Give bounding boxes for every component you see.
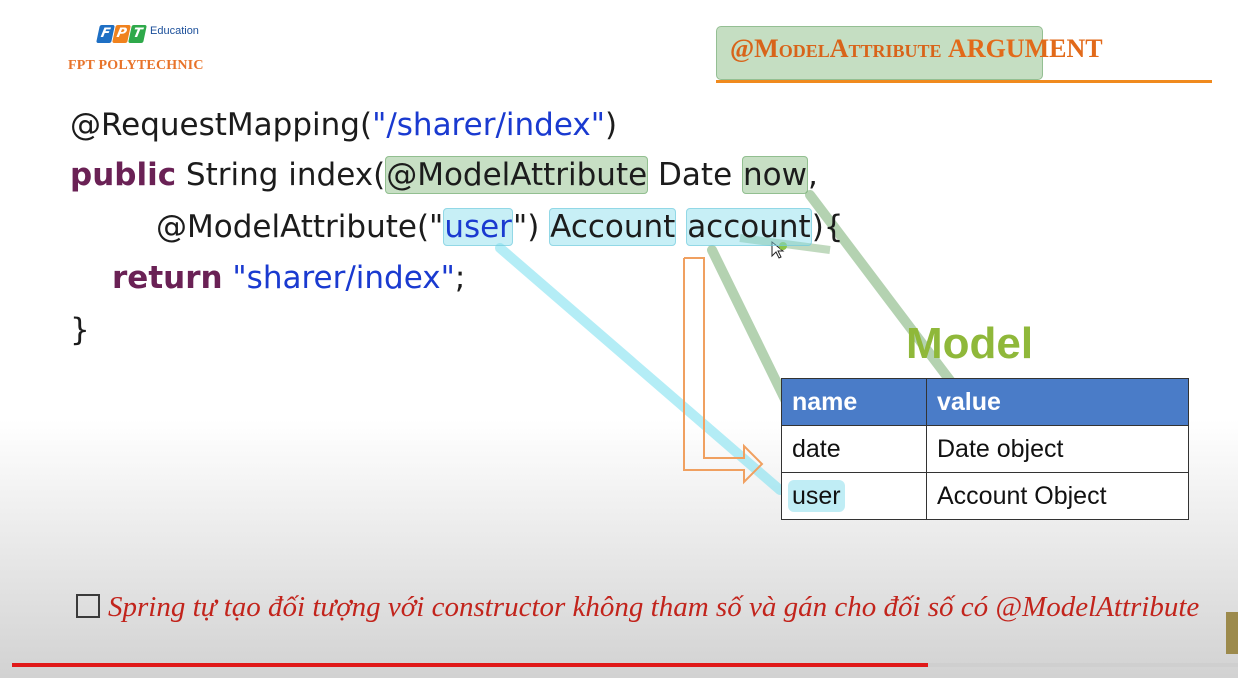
code-line-3: @ModelAttribute("user") Account account)… (156, 208, 844, 246)
code-line-2: public String index(@ModelAttribute Date… (70, 156, 818, 194)
thumbnail-image (1226, 612, 1238, 654)
account-param-highlight: account (686, 208, 812, 246)
account-object-arrow (683, 257, 764, 485)
mouse-cursor-icon (771, 240, 785, 259)
slide-title-annotation: @ModelAttribute (730, 34, 942, 63)
header-name: name (781, 378, 927, 426)
code-line-1: @RequestMapping("/sharer/index") (70, 107, 618, 143)
video-progress-played[interactable] (12, 663, 928, 667)
video-progress-remaining[interactable] (928, 663, 1238, 667)
user-string-highlight: user (443, 208, 513, 246)
row-name: user (781, 472, 927, 520)
checkbox-bullet-icon (76, 594, 100, 618)
title-highlight (716, 26, 1043, 80)
row-name: date (781, 425, 927, 473)
bullet-note: Spring tự tạo đối tượng với constructor … (76, 590, 1206, 625)
header-value: value (926, 378, 1189, 426)
code-line-4: return "sharer/index"; (112, 260, 466, 296)
row-value: Date object (926, 425, 1189, 473)
code-line-5: } (70, 312, 90, 348)
user-to-row-arrow (495, 243, 785, 495)
table-row: date Date object (781, 425, 1189, 473)
model-table: name value date Date object user Account… (781, 378, 1189, 520)
annotation-highlight: @ModelAttribute (385, 156, 649, 194)
school-name: FPT POLYTECHNIC (68, 58, 204, 73)
row-value: Account Object (926, 472, 1189, 520)
param-now-highlight: now (742, 156, 808, 194)
slide-title: @ModelAttribute argument (730, 36, 1103, 62)
model-title: Model (906, 319, 1034, 368)
table-row: user Account Object (781, 472, 1189, 520)
table-header-row: name value (781, 378, 1189, 426)
slide-title-argument: argument (948, 34, 1103, 63)
account-type-highlight: Account (549, 208, 677, 246)
header-rule (716, 80, 1212, 83)
bullet-text: Spring tự tạo đối tượng với constructor … (108, 591, 1200, 623)
cursor-ring-icon (779, 242, 787, 250)
logo-education-label: Education (150, 25, 199, 37)
